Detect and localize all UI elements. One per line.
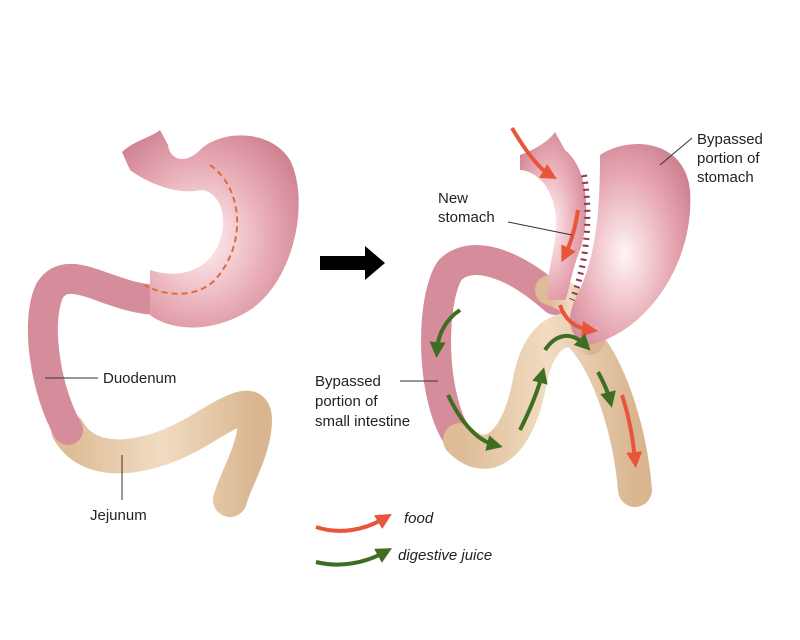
juice-arrow xyxy=(446,394,503,451)
food-arrow xyxy=(620,394,643,468)
duodenum-shape xyxy=(27,263,175,445)
food-arrow xyxy=(561,209,580,263)
juice-arrow xyxy=(518,367,548,431)
bypassed-stomach-shape xyxy=(570,144,691,345)
food-arrow xyxy=(558,304,598,337)
legend-food-arrow xyxy=(315,513,392,533)
bypassed-stomach-leader xyxy=(659,137,693,166)
duodenum-label: Duodenum xyxy=(103,370,176,387)
bypassed-intestine-shape xyxy=(421,245,570,455)
juice-arrow xyxy=(429,308,462,358)
food-arrow xyxy=(510,126,557,180)
juice-arrow xyxy=(596,371,616,408)
juice-arrow xyxy=(543,333,591,352)
dashed-cut-line xyxy=(144,164,239,295)
legend-food-label: food xyxy=(404,510,434,527)
jejunum-label: Jejunum xyxy=(90,507,147,524)
staple-line xyxy=(569,174,591,302)
stomach-shape xyxy=(122,130,299,328)
transition-arrow xyxy=(320,246,385,280)
legend-juice-label: digestive juice xyxy=(398,547,492,564)
legend-juice-arrow xyxy=(315,548,393,567)
original-anatomy: Duodenum Jejunum xyxy=(27,130,299,524)
legend: food digestive juice xyxy=(315,510,492,567)
jejunum-shape xyxy=(51,390,273,517)
limb-shape xyxy=(443,313,652,507)
new-stomach-leader xyxy=(507,221,573,236)
